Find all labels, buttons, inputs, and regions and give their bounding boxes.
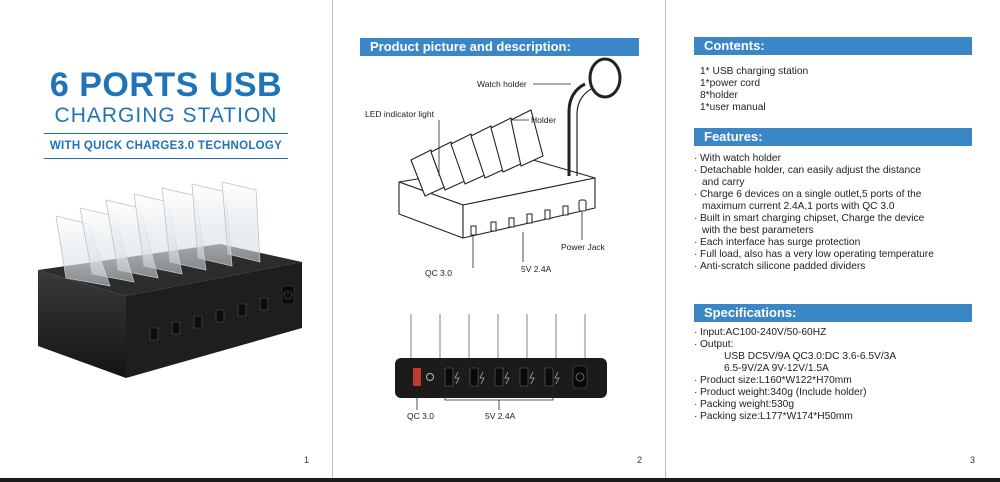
product-diagram: Watch holder LED indicator light Holder … [365, 57, 622, 421]
list-item: 1*user manual [700, 102, 766, 113]
list-item: Product size:L160*W122*H70mm [694, 375, 896, 387]
spec-continuation: 6.5-9V/2A 9V-12V/1.5A [724, 363, 829, 374]
list-item: USB DC5V/9A QC3.0:DC 3.6-6.5V/3A [694, 351, 896, 363]
charging-station-photo [38, 181, 302, 378]
page-number-2: 2 [637, 455, 643, 465]
list-item: Packing size:L177*W174*H50mm [694, 411, 896, 423]
list-item: with the best parameters [694, 225, 934, 237]
contents-list: 1* USB charging station 1*power cord 8*h… [700, 66, 808, 114]
list-item: Anti-scratch silicone padded dividers [694, 261, 934, 273]
list-item: Full load, also has a very low operating… [694, 249, 934, 261]
list-item: 8*holder [700, 90, 738, 101]
bottom-edge [0, 478, 1000, 482]
cover-panel: 6 PORTS USB CHARGING STATION WITH QUICK … [0, 0, 332, 482]
list-item: 1*power cord [700, 78, 761, 89]
list-item: and carry [694, 177, 934, 189]
features-list: With watch holder Detachable holder, can… [694, 153, 934, 273]
list-item: Charge 6 devices on a single outlet,5 po… [694, 189, 934, 201]
list-item: With watch holder [694, 153, 934, 165]
page-number-1: 1 [304, 455, 310, 465]
cover-title-line1: 6 PORTS USB [49, 66, 283, 104]
qc-label-top: QC 3.0 [425, 268, 452, 278]
contents-header: Contents: [694, 37, 972, 55]
page-number-3: 3 [970, 455, 976, 465]
list-item: Product weight:340g (Include holder) [694, 387, 896, 399]
cover-title-line2: CHARGING STATION [54, 104, 278, 127]
list-item: Detachable holder, can easily adjust the… [694, 165, 934, 177]
fold-line-1 [332, 0, 333, 482]
list-item: maximum current 2.4A,1 ports with QC 3.0 [694, 201, 934, 213]
list-item: Built in smart charging chipset, Charge … [694, 213, 934, 225]
list-item: Input:AC100-240V/50-60HZ [694, 327, 896, 339]
led-indicator-label: LED indicator light [365, 109, 435, 119]
tagline-top-rule [44, 133, 288, 134]
list-item: Each interface has surge protection [694, 237, 934, 249]
usb-lightning-icon [454, 371, 560, 385]
power-jack-icon [572, 365, 588, 389]
feature-continuation: and carry [702, 177, 745, 188]
feature-continuation: maximum current 2.4A,1 ports with QC 3.0 [702, 201, 895, 212]
tagline-bottom-rule [44, 158, 288, 159]
port-label-top: 5V 2.4A [521, 264, 552, 274]
specifications-list: Input:AC100-240V/50-60HZ Output: USB DC5… [694, 327, 896, 423]
port-label-bottom: 5V 2.4A [485, 411, 516, 421]
features-header: Features: [694, 128, 972, 146]
qc-port-red [413, 368, 421, 386]
qc-icon [426, 373, 434, 381]
watch-holder-label: Watch holder [477, 79, 527, 89]
product-picture-header: Product picture and description: [360, 38, 639, 56]
list-item: 1* USB charging station [700, 66, 809, 77]
cover-tagline: WITH QUICK CHARGE3.0 TECHNOLOGY [49, 140, 283, 152]
specs-panel: Contents: 1* USB charging station 1*powe… [666, 0, 1000, 482]
holder-label: Holder [531, 115, 556, 125]
qc-label-bottom: QC 3.0 [407, 411, 434, 421]
specifications-header: Specifications: [694, 304, 972, 322]
list-item: Output: [694, 339, 896, 351]
list-item: Packing weight:530g [694, 399, 896, 411]
power-jack-label: Power Jack [561, 242, 606, 252]
list-item: 6.5-9V/2A 9V-12V/1.5A [694, 363, 896, 375]
product-picture-panel: Product picture and description: [333, 0, 665, 482]
fold-line-2 [665, 0, 666, 482]
spec-continuation: USB DC5V/9A QC3.0:DC 3.6-6.5V/3A [724, 351, 897, 362]
feature-continuation: with the best parameters [702, 225, 814, 236]
